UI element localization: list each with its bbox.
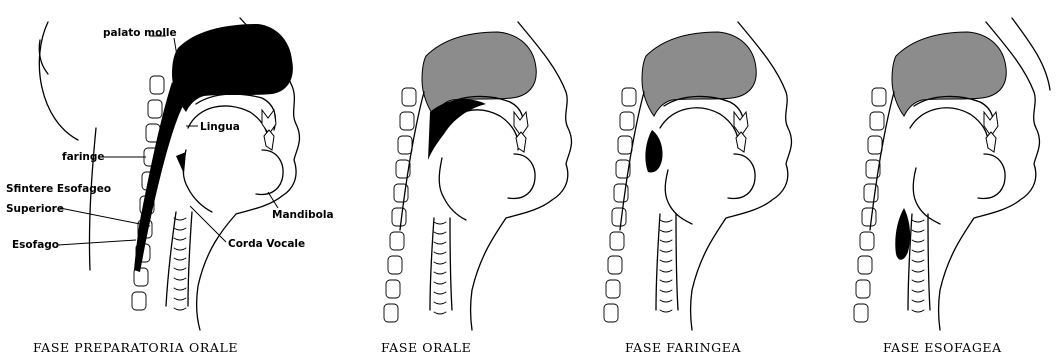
panel-pharyngeal — [604, 22, 791, 330]
palate-shape-4 — [892, 32, 1006, 116]
label-upper-sphincter-2: Superiore — [6, 203, 64, 215]
soft-palate-shape — [172, 24, 293, 112]
caption-esophageal: FASE ESOFAGEA — [883, 340, 1002, 355]
label-upper-sphincter-1: Sfintere Esofageo — [6, 183, 111, 195]
label-pharynx: faringe — [62, 151, 105, 163]
label-vocal-cord: Corda Vocale — [228, 238, 305, 250]
phase-captions: FASE PREPARATORIA ORALE FASE ORALE FASE … — [33, 340, 1002, 355]
caption-oral: FASE ORALE — [381, 340, 471, 355]
panel-oral — [384, 22, 571, 330]
label-soft-palate: palato molle — [103, 27, 177, 39]
label-tongue: Lingua — [200, 121, 240, 133]
palate-shape-3 — [642, 32, 756, 116]
caption-oral-preparatory: FASE PREPARATORIA ORALE — [33, 340, 238, 355]
caption-pharyngeal: FASE FARINGEA — [625, 340, 741, 355]
label-esophagus: Esofago — [12, 239, 59, 251]
label-mandible: Mandibola — [272, 209, 334, 221]
panel-esophageal — [854, 18, 1050, 330]
panel-oral-preparatory — [39, 18, 299, 330]
